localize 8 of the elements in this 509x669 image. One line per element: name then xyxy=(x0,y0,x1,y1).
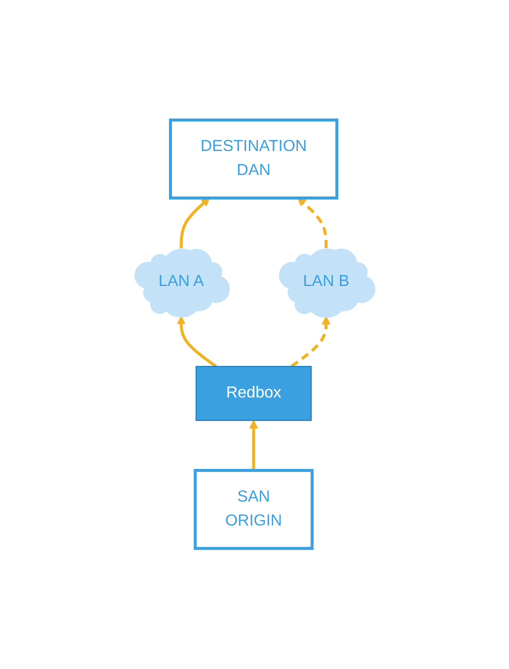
arrow xyxy=(297,198,328,248)
node-box: DESTINATION DAN xyxy=(168,118,338,200)
arrow xyxy=(176,316,217,368)
arrow xyxy=(248,420,258,471)
arrow xyxy=(290,316,330,368)
node-box: SAN ORIGIN xyxy=(193,469,314,550)
arrow xyxy=(179,198,210,248)
node-box: Redbox xyxy=(195,366,312,422)
